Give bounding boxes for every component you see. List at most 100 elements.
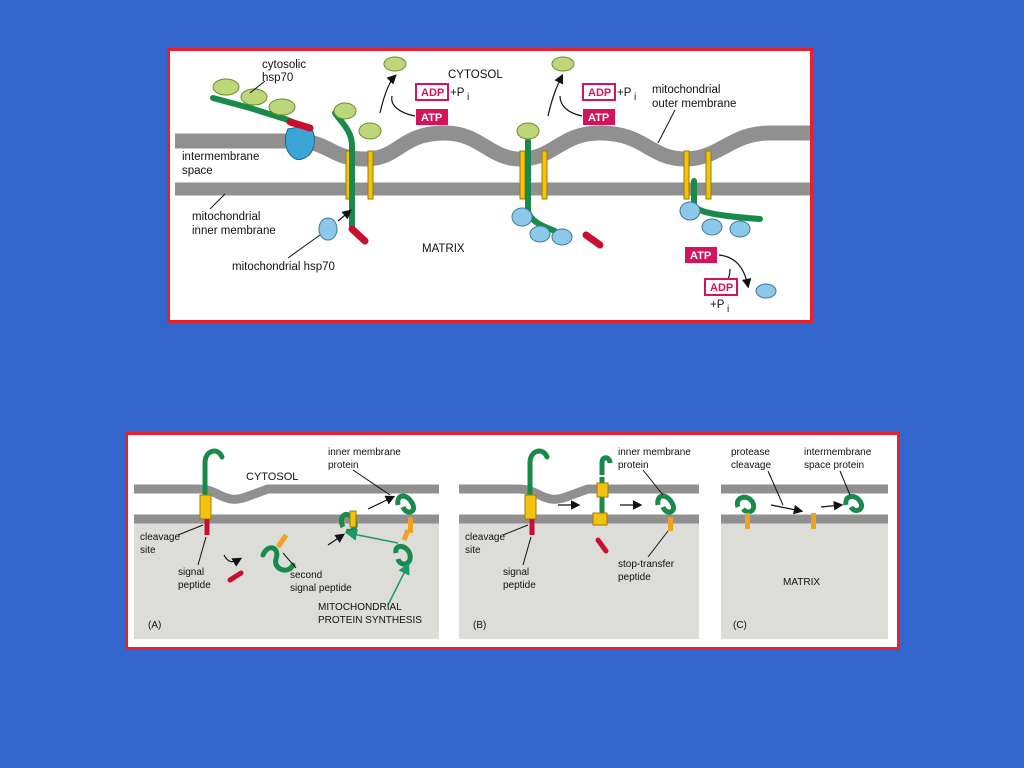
- svg-text:(C): (C): [733, 620, 747, 631]
- chain-green: [527, 448, 550, 498]
- label-outer-membrane: outer membrane: [652, 98, 736, 110]
- svg-text:second: second: [290, 570, 322, 581]
- label-cytosolic-hsp70: hsp70: [262, 72, 293, 84]
- label-matrix: MATRIX: [422, 243, 465, 255]
- signal-orange: [401, 529, 411, 541]
- svg-text:cleavage: cleavage: [731, 460, 771, 471]
- mito-hsp70: [551, 228, 573, 246]
- adp-badge: [704, 278, 738, 296]
- receptor-yellow: [199, 494, 212, 520]
- mito-hsp70: [679, 201, 701, 221]
- svg-text:cleavage: cleavage: [140, 532, 180, 543]
- svg-text:site: site: [140, 545, 156, 556]
- stage1-complex: [210, 78, 315, 161]
- stage3-complex: [511, 122, 604, 249]
- svg-text:space protein: space protein: [804, 460, 864, 471]
- mito-hsp70: [701, 218, 723, 236]
- svg-text:protein: protein: [618, 460, 649, 471]
- svg-text:CYTOSOL: CYTOSOL: [246, 471, 298, 483]
- svg-text:inner membrane: inner membrane: [618, 447, 691, 458]
- svg-text:ATP: ATP: [421, 112, 442, 124]
- mito-hsp70: [529, 225, 551, 243]
- mito-hsp70: [511, 207, 533, 227]
- svg-text:i: i: [727, 304, 729, 315]
- outer-membrane: [459, 484, 699, 504]
- svg-text:intermembrane: intermembrane: [804, 447, 872, 458]
- top-diagram-panel: cytosolic hsp70 ADP +P i ATP CYTOSOL ADP…: [167, 48, 813, 323]
- receptor-yellow: [592, 512, 608, 526]
- cyto-hsp70: [212, 78, 240, 96]
- svg-text:peptide: peptide: [178, 580, 211, 591]
- outer-membrane: [175, 125, 810, 167]
- receptor-yellow: [596, 482, 609, 498]
- cyto-hsp70: [358, 122, 382, 140]
- svg-text:stop-transfer: stop-transfer: [618, 559, 675, 570]
- chain-green: [843, 494, 865, 513]
- svg-text:protein: protein: [328, 460, 359, 471]
- signal-red: [582, 231, 604, 249]
- adp-badge: [582, 83, 616, 101]
- signal-red: [348, 225, 369, 245]
- chain-green: [395, 493, 417, 515]
- receptor-yellow: [367, 150, 374, 200]
- label-intermembrane-space: intermembrane: [182, 151, 259, 163]
- svg-text:i: i: [634, 92, 636, 103]
- signal-orange: [275, 533, 289, 549]
- svg-text:+P: +P: [617, 87, 632, 99]
- svg-text:cleavage: cleavage: [465, 532, 505, 543]
- svg-text:protease: protease: [731, 447, 770, 458]
- label-inner-membrane: inner membrane: [192, 225, 276, 237]
- chain-green: [202, 448, 225, 498]
- signal-red: [595, 537, 609, 554]
- receptor-yellow: [519, 150, 526, 200]
- bottom-diagram-panel: CYTOSOL inner membrane protein cleavage …: [125, 432, 900, 650]
- svg-text:+P: +P: [450, 87, 465, 99]
- released-mito-hsp70: [755, 283, 777, 299]
- svg-text:peptide: peptide: [503, 580, 536, 591]
- signal-red: [286, 118, 314, 132]
- signal-red: [227, 570, 244, 583]
- subpanel-c: protease cleavage intermembrane space pr…: [721, 447, 888, 639]
- released-hsp70: [383, 56, 407, 72]
- chain-green: [655, 493, 677, 515]
- subpanel-b: inner membrane protein cleavage site sig…: [459, 447, 699, 639]
- outer-membrane: [134, 484, 439, 504]
- label-intermembrane-space: space: [182, 165, 213, 177]
- signal-orange: [811, 513, 816, 529]
- receptor-yellow: [524, 494, 537, 520]
- svg-text:ATP: ATP: [690, 250, 711, 262]
- stage2-complex: [318, 102, 382, 245]
- cyto-hsp70: [333, 102, 357, 120]
- mito-hsp70: [318, 217, 338, 241]
- signal-orange: [668, 517, 673, 531]
- svg-text:peptide: peptide: [618, 572, 651, 583]
- svg-text:MATRIX: MATRIX: [783, 577, 820, 588]
- svg-text:i: i: [467, 92, 469, 103]
- svg-text:ADP: ADP: [588, 87, 611, 99]
- svg-text:site: site: [465, 545, 481, 556]
- atp-badge: [583, 109, 615, 125]
- label-mito-hsp70: mitochondrial hsp70: [232, 261, 335, 273]
- signal-orange: [408, 517, 413, 533]
- label-inner-membrane: mitochondrial: [192, 211, 260, 223]
- svg-text:PROTEIN SYNTHESIS: PROTEIN SYNTHESIS: [318, 615, 422, 626]
- svg-text:+P: +P: [710, 299, 725, 311]
- cyto-hsp70: [516, 122, 540, 140]
- svg-text:ADP: ADP: [710, 282, 733, 294]
- atp-badge: [416, 109, 448, 125]
- label-cytosolic-hsp70: cytosolic: [262, 59, 306, 71]
- cyto-hsp70: [240, 88, 268, 106]
- svg-text:(B): (B): [473, 620, 486, 631]
- stage4-complex: [679, 150, 763, 238]
- adp-badge: [415, 83, 449, 101]
- label-cytosol: CYTOSOL: [448, 69, 503, 81]
- bottom-diagram-svg: CYTOSOL inner membrane protein cleavage …: [134, 447, 888, 639]
- released-hsp70: [551, 56, 575, 72]
- chain-green: [260, 545, 296, 573]
- svg-text:MITOCHONDRIAL: MITOCHONDRIAL: [318, 602, 402, 613]
- svg-text:inner membrane: inner membrane: [328, 447, 401, 458]
- atp-badge: [685, 247, 717, 263]
- receptor-yellow: [705, 150, 712, 200]
- receptor-blue: [284, 124, 315, 161]
- svg-text:signal peptide: signal peptide: [290, 583, 352, 594]
